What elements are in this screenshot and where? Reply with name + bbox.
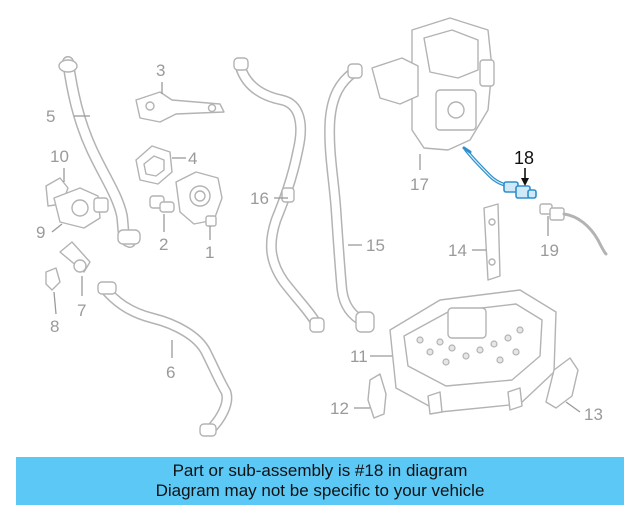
parts-diagram: 1 2 3 4 5 6 7 8 9 10 11 12 13 14 15 16 1… <box>36 17 608 437</box>
part-15-hose <box>324 63 375 333</box>
callout-6: 6 <box>166 363 175 382</box>
part-2-fitting <box>149 195 175 213</box>
callout-7: 7 <box>77 301 86 320</box>
callout-3: 3 <box>156 61 165 80</box>
part-17-canister <box>371 17 495 151</box>
part-14-bracket <box>483 203 501 281</box>
callout-9: 9 <box>36 223 45 242</box>
part-11-canister-box <box>389 289 557 415</box>
callout-14: 14 <box>448 241 467 260</box>
part-1-valve <box>175 171 223 227</box>
callout-2: 2 <box>159 235 168 254</box>
callout-12: 12 <box>330 399 349 418</box>
part-7-fitting <box>59 241 91 273</box>
banner-line-1: Part or sub-assembly is #18 in diagram <box>172 461 468 480</box>
part-4-gasket <box>135 145 173 185</box>
callout-17: 17 <box>410 175 429 194</box>
banner-line-2: Diagram may not be specific to your vehi… <box>155 481 485 500</box>
callout-4: 4 <box>188 149 197 168</box>
callout-10: 10 <box>50 147 69 166</box>
part-9-10-valve-assembly <box>45 177 109 229</box>
part-19-oxygen-sensor <box>539 203 608 256</box>
part-3-bracket <box>135 91 225 123</box>
callout-8: 8 <box>50 317 59 336</box>
callout-19: 19 <box>540 241 559 260</box>
callout-1: 1 <box>205 243 214 262</box>
part-8-clip <box>45 267 61 291</box>
part-18-oxygen-sensor <box>462 146 537 199</box>
callout-15: 15 <box>366 236 385 255</box>
part-5-vent-tube <box>58 56 141 248</box>
callout-18: 18 <box>514 148 534 168</box>
callout-11: 11 <box>350 347 368 366</box>
part-16-hose <box>233 57 325 333</box>
part-13-bracket <box>545 357 579 409</box>
callout-5: 5 <box>46 107 55 126</box>
leader-lines <box>51 82 581 413</box>
callout-13: 13 <box>584 405 603 424</box>
callout-16: 16 <box>250 189 269 208</box>
part-12-clip <box>367 373 387 419</box>
info-banner: Part or sub-assembly is #18 in diagram D… <box>16 457 624 505</box>
part-6-hose <box>97 281 233 437</box>
